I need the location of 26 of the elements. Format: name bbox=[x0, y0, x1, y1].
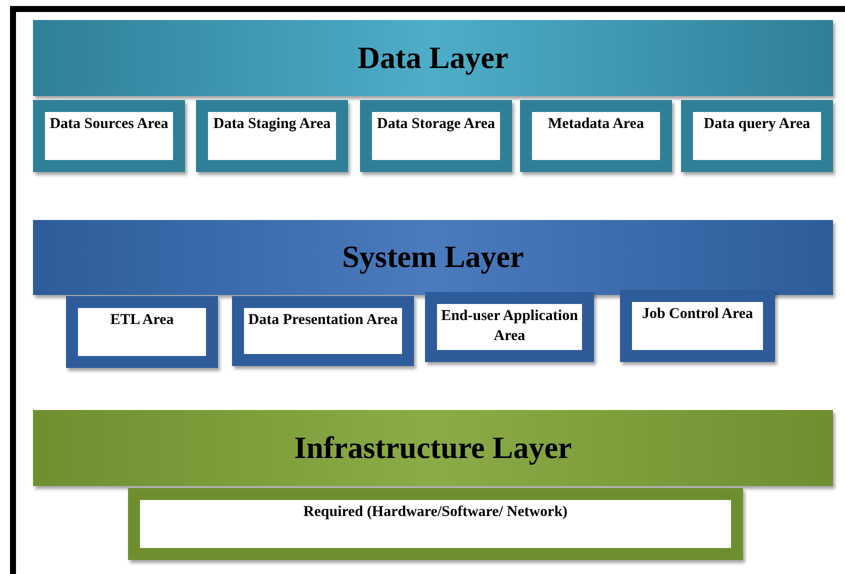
area-label: Data Sources Area bbox=[50, 115, 168, 134]
area-box bbox=[33, 100, 185, 172]
layer-title: Data Layer bbox=[358, 38, 508, 77]
area-label: ETL Area bbox=[110, 311, 174, 330]
area-box bbox=[128, 488, 743, 560]
area-label: Data query Area bbox=[704, 115, 810, 134]
area-box bbox=[360, 100, 512, 172]
area-box bbox=[425, 292, 594, 362]
area-label: Required (Hardware/Software/ Network) bbox=[303, 503, 568, 522]
area-label: End-user Application Area bbox=[441, 307, 578, 346]
area-label: Data Presentation Area bbox=[248, 311, 398, 330]
area-box bbox=[520, 100, 672, 172]
area-label: Job Control Area bbox=[642, 305, 754, 324]
area-label: Data Staging Area bbox=[213, 115, 331, 134]
layer-band bbox=[33, 410, 833, 486]
area-label: Data Storage Area bbox=[376, 115, 496, 134]
area-box bbox=[620, 290, 775, 362]
area-box bbox=[232, 296, 414, 366]
area-box bbox=[196, 100, 348, 172]
layer-title: System Layer bbox=[342, 238, 524, 276]
area-label: Metadata Area bbox=[548, 115, 644, 134]
layer-band bbox=[33, 20, 833, 96]
layer-title: Infrastructure Layer bbox=[294, 428, 572, 467]
area-box bbox=[681, 100, 833, 172]
area-box bbox=[66, 296, 218, 368]
layer-band bbox=[33, 220, 833, 295]
